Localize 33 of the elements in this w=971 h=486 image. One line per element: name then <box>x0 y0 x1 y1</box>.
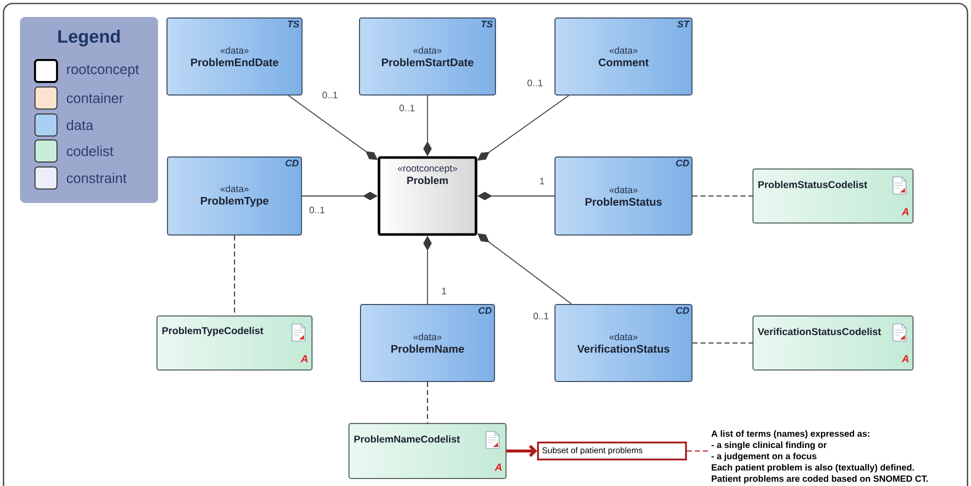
dashed-line <box>692 342 752 344</box>
type-tag: CD <box>676 307 690 314</box>
concept-box: «rootconcept» Problem <box>378 156 478 236</box>
type-tag: ST <box>677 20 690 28</box>
dashed-line <box>686 450 709 452</box>
legend-label: data <box>66 120 94 130</box>
dashed-line <box>692 195 752 197</box>
edge-label: 0..1 <box>321 90 339 100</box>
edge-label: 0..1 <box>532 312 550 320</box>
letter-tag: A <box>902 355 909 362</box>
letter-tag: A <box>494 464 502 471</box>
edge-label: 1 <box>538 176 546 186</box>
edge-label: 0..1 <box>398 104 416 112</box>
type-tag: CD <box>478 307 492 314</box>
legend-title: Legend <box>58 30 120 46</box>
type-tag: TS <box>481 20 493 28</box>
edge-label: 0..1 <box>526 78 544 88</box>
type-tag: TS <box>288 20 300 28</box>
letter-tag: A <box>300 355 308 362</box>
edge-label: 1 <box>440 286 448 296</box>
note-text: A list of terms (names) expressed as: - a single clinical finding or - a judgement on a focus Each patient problem is also (textually) defined. Patient problems are coded based on SNOMED CT. <box>711 430 928 484</box>
legend-label: codelist <box>66 146 114 156</box>
edge-label: 0..1 <box>308 206 326 214</box>
legend-label: container <box>66 92 124 104</box>
arrow <box>506 444 538 458</box>
type-tag: CD <box>676 160 690 166</box>
legend-label: constraint <box>66 172 127 184</box>
dashed-line <box>426 382 428 423</box>
letter-tag: A <box>902 208 909 216</box>
type-tag: CD <box>286 160 299 166</box>
legend-label: rootconcept <box>67 65 139 77</box>
dashed-line <box>234 236 236 316</box>
note-box: Subset of patient problems <box>537 442 687 460</box>
